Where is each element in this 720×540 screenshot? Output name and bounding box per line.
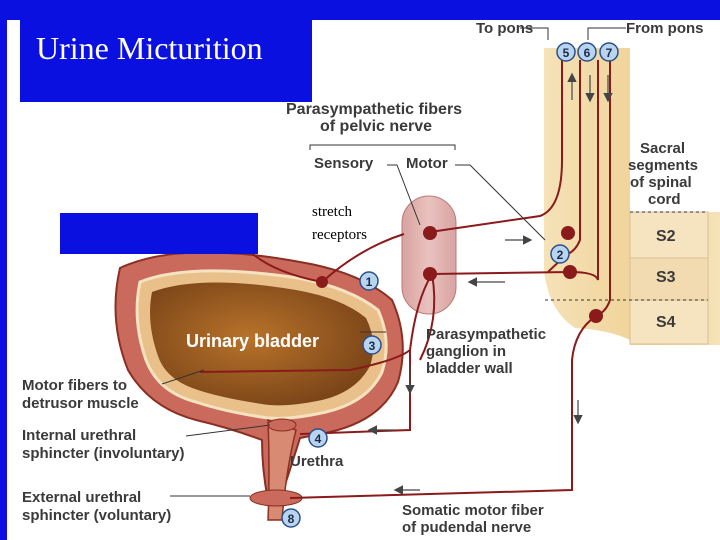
label-sensory: Sensory — [314, 155, 374, 172]
step-marker-6: 6 — [577, 42, 597, 62]
label-parasympathetic-fibers: Parasympathetic fibers — [286, 101, 463, 118]
label-motor: Motor — [406, 155, 448, 172]
step-marker-1: 1 — [359, 271, 379, 291]
svg-text:4: 4 — [315, 432, 322, 446]
left-border — [0, 0, 7, 540]
label-of-pelvic-nerve: of pelvic nerve — [320, 118, 433, 135]
label-s3: S3 — [656, 269, 676, 286]
sacral-segment-s2 — [629, 211, 709, 259]
label-detrusor: detrusor muscle — [22, 395, 139, 412]
label-ganglion-in: ganglion in — [426, 343, 506, 360]
label-urinary-bladder: Urinary bladder — [186, 331, 320, 351]
direction-arrows — [367, 72, 613, 495]
label-of-spinal: of spinal — [630, 174, 692, 191]
label-parasympathetic-ganglion: Parasympathetic — [426, 326, 547, 343]
sacral-segment-s3 — [629, 257, 709, 301]
pelvic-nerve-capsule — [401, 195, 457, 315]
label-sacral: Sacral — [640, 140, 686, 157]
neuron-bodies — [316, 226, 603, 323]
label-internal-urethral: Internal urethral — [22, 427, 137, 444]
label-stretch: stretch — [312, 204, 352, 220]
svg-text:8: 8 — [288, 512, 295, 526]
svg-text:3: 3 — [369, 339, 376, 353]
label-s2: S2 — [656, 228, 676, 245]
label-cord: cord — [648, 191, 681, 208]
step-marker-2: 2 — [550, 244, 570, 264]
sacral-segment-s4 — [629, 299, 709, 345]
covered-label-box — [60, 213, 258, 254]
label-internal-involuntary: sphincter (involuntary) — [22, 445, 185, 462]
label-bladder-wall: bladder wall — [426, 360, 513, 377]
slide-title: Urine Micturition — [36, 30, 263, 66]
step-marker-3: 3 — [362, 335, 382, 355]
label-to-pons: To pons — [476, 20, 534, 37]
label-from-pons: From pons — [626, 20, 704, 37]
label-segments: segments — [628, 157, 699, 174]
step-marker-8: 8 — [281, 508, 301, 528]
step-marker-7: 7 — [599, 42, 619, 62]
label-motor-fibers: Motor fibers to — [22, 377, 127, 394]
label-external-urethral: External urethral — [22, 489, 142, 506]
step-marker-4: 4 — [308, 428, 328, 448]
label-external-voluntary: sphincter (voluntary) — [22, 507, 172, 524]
step-marker-5: 5 — [556, 42, 576, 62]
svg-text:7: 7 — [606, 46, 613, 60]
top-border — [0, 0, 720, 20]
label-leaders — [161, 27, 626, 497]
title-box — [20, 20, 312, 102]
svg-text:2: 2 — [557, 248, 564, 262]
label-s4: S4 — [656, 314, 676, 331]
svg-text:6: 6 — [584, 46, 591, 60]
svg-text:1: 1 — [366, 275, 373, 289]
internal-sphincter — [267, 418, 297, 432]
svg-text:5: 5 — [563, 46, 570, 60]
label-urethra: Urethra — [290, 453, 344, 470]
label-pudendal-nerve: of pudendal nerve — [402, 519, 532, 536]
label-somatic-motor: Somatic motor fiber — [402, 502, 544, 519]
label-receptors: receptors — [312, 227, 367, 243]
urinary-bladder — [114, 251, 404, 501]
